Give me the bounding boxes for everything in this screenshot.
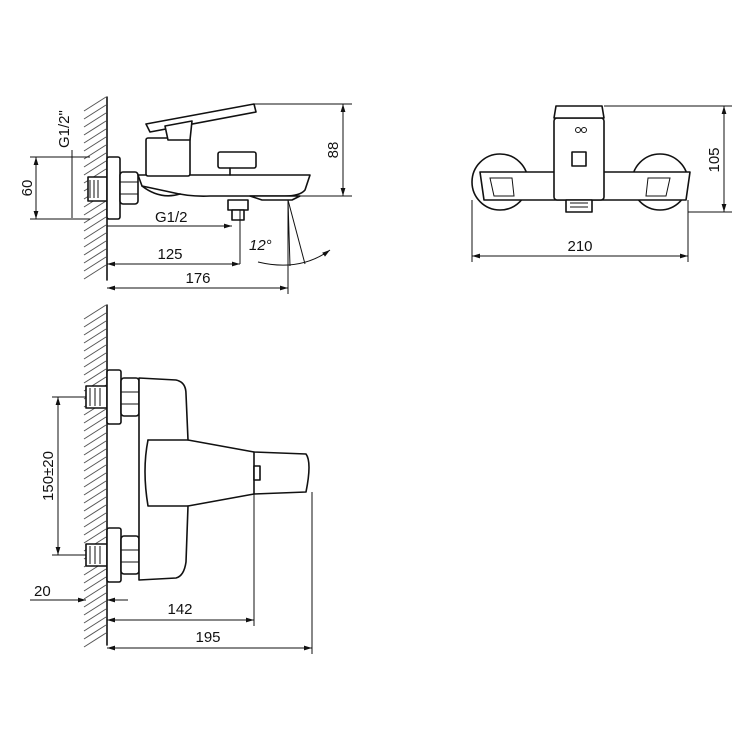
dim-210-label: 210 — [567, 238, 592, 255]
dim-angle-label: 12° — [249, 237, 272, 254]
dim-60-label: 60 — [19, 180, 36, 197]
hatch-line — [83, 120, 107, 136]
hatch-line — [83, 512, 107, 528]
dim-125-label: 125 — [157, 246, 182, 263]
wall-hatching-2 — [83, 304, 107, 648]
front-view: 210 105 — [471, 105, 732, 262]
hatch-line — [83, 152, 107, 168]
eccentric-nut — [119, 171, 139, 205]
hatch-line — [83, 320, 107, 336]
hatch-line — [83, 464, 107, 480]
hatch-line — [83, 456, 107, 472]
hatch-line — [83, 216, 107, 232]
hatch-line — [83, 136, 107, 152]
dim-195-label: 195 — [195, 629, 220, 646]
hatch-line — [83, 448, 107, 464]
diverter-knob — [217, 151, 257, 169]
hatch-line — [83, 624, 107, 640]
hatch-line — [83, 600, 107, 616]
spout — [249, 195, 301, 201]
upper-thread — [85, 385, 108, 409]
hatch-line — [83, 496, 107, 512]
hatch-line — [83, 584, 107, 600]
hatch-line — [83, 576, 107, 592]
lever-handle — [145, 103, 257, 133]
hatch-line — [83, 488, 107, 504]
hatch-line — [83, 104, 107, 120]
dim-outlet-thread-label: G1/2 — [155, 209, 188, 226]
hatch-line — [83, 264, 107, 280]
hatch-line — [83, 344, 107, 360]
dim-88-label: 88 — [325, 142, 342, 159]
hatch-line — [83, 240, 107, 256]
upper-flange — [106, 369, 122, 425]
hatch-line — [83, 128, 107, 144]
hatch-line — [83, 632, 107, 648]
hatch-line — [83, 528, 107, 544]
hatch-line — [83, 432, 107, 448]
hatch-line — [83, 96, 107, 112]
front-handle — [553, 105, 605, 119]
cartridge-housing — [145, 137, 191, 177]
top-body — [138, 377, 310, 581]
hatch-line — [83, 232, 107, 248]
dim-thread-top-label: G1/2" — [56, 110, 73, 148]
top-view: 150±20 20 142 195 — [30, 304, 313, 654]
hatch-line — [83, 592, 107, 608]
hatch-line — [83, 312, 107, 328]
hatch-line — [83, 304, 107, 320]
hatch-line — [83, 472, 107, 488]
hatch-line — [83, 208, 107, 224]
hatch-line — [83, 352, 107, 368]
hatch-line — [83, 616, 107, 632]
hatch-line — [83, 160, 107, 176]
hatch-line — [83, 608, 107, 624]
outlet-fitting — [227, 199, 249, 211]
hatch-line — [83, 328, 107, 344]
hatch-line — [83, 200, 107, 216]
side-view: 60 G1/2" 88 G1/2 125 176 12° — [19, 96, 352, 294]
hatch-line — [83, 480, 107, 496]
hatch-line — [83, 424, 107, 440]
wall-flange — [106, 156, 121, 220]
mixer-body — [137, 174, 311, 197]
hatch-line — [83, 336, 107, 352]
lower-thread — [85, 543, 108, 567]
lower-nut — [120, 535, 140, 575]
hatch-line — [83, 520, 107, 536]
dim-20-label: 20 — [34, 583, 51, 600]
hatch-line — [83, 112, 107, 128]
hatch-line — [83, 416, 107, 432]
dim-105-label: 105 — [706, 147, 723, 172]
hatch-line — [83, 440, 107, 456]
hatch-line — [83, 408, 107, 424]
dim-176-label: 176 — [185, 270, 210, 287]
dim-142-label: 142 — [167, 601, 192, 618]
front-outlet — [565, 199, 593, 213]
hatch-line — [83, 360, 107, 376]
hatch-line — [83, 256, 107, 272]
hatch-line — [83, 504, 107, 520]
front-diverter — [571, 151, 587, 167]
dim-spacing-label: 150±20 — [40, 451, 57, 501]
lower-flange — [106, 527, 122, 583]
hatch-line — [83, 568, 107, 584]
hatch-line — [83, 248, 107, 264]
upper-nut — [120, 377, 140, 417]
hatch-line — [83, 368, 107, 384]
hatch-line — [83, 224, 107, 240]
